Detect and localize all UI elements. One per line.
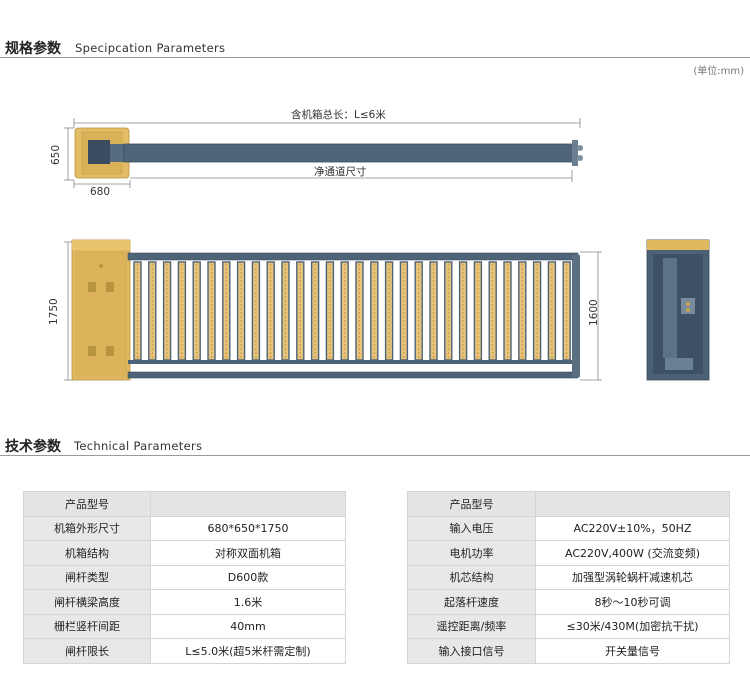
fence-picket xyxy=(384,261,394,361)
table-key: 产品型号 xyxy=(407,491,536,517)
tech-title-zh: 技术参数 xyxy=(5,439,61,455)
table-value: AC220V,400W (交流变频) xyxy=(535,540,730,566)
fence-picket xyxy=(340,261,349,361)
fence-picket xyxy=(444,261,453,361)
table-value: 加强型涡轮蜗杆减速机芯 xyxy=(535,564,730,590)
table-value: D600款 xyxy=(150,564,346,590)
fence-picket xyxy=(192,261,201,361)
table-value: L≤5.0米(超5米杆需定制) xyxy=(150,638,346,664)
table-key: 机芯结构 xyxy=(407,564,536,590)
fence-picket xyxy=(310,261,320,361)
table-key: 机箱外形尺寸 xyxy=(23,515,151,541)
table-row: 输入接口信号开关量信号 xyxy=(407,638,730,664)
fence-picket xyxy=(236,261,246,361)
fence-picket xyxy=(251,261,261,361)
tech-title-en: Technical Parameters xyxy=(74,439,203,453)
table-value: 680*650*1750 xyxy=(150,515,346,541)
table-key: 栅栏竖杆间距 xyxy=(23,613,151,639)
fence-picket xyxy=(177,261,187,361)
table-value: 8秒～10秒可调 xyxy=(535,589,730,615)
cabinet-width-label: 680 xyxy=(90,186,111,198)
fence-picket xyxy=(133,261,142,361)
fence-bars xyxy=(133,261,571,361)
table-row: 产品型号 xyxy=(23,491,346,517)
cabinet-height-label: 1750 xyxy=(48,298,60,325)
unit-note: (单位:mm) xyxy=(693,66,744,77)
fence-picket xyxy=(266,261,275,361)
fence-picket xyxy=(473,261,483,361)
cabinet-depth-label: 650 xyxy=(50,144,62,165)
table-key: 遥控距离/频率 xyxy=(407,613,536,639)
fence-picket xyxy=(414,261,423,361)
table-key: 闸杆限长 xyxy=(23,638,151,664)
fence-picket xyxy=(162,261,172,361)
divider xyxy=(0,455,750,456)
fence-height-label: 1600 xyxy=(588,299,600,326)
fence-picket xyxy=(518,261,527,361)
table-row: 遥控距离/频率≤30米/430M(加密抗干扰) xyxy=(407,613,730,639)
fence-picket xyxy=(562,261,571,361)
table-value: ≤30米/430M(加密抗干扰) xyxy=(535,613,730,639)
table-key: 产品型号 xyxy=(23,491,151,517)
spec-title-zh: 规格参数 xyxy=(5,41,61,57)
table-value: AC220V±10%，50HZ xyxy=(535,515,730,541)
fence-picket xyxy=(296,261,305,361)
table-row: 机箱结构对称双面机箱 xyxy=(23,540,346,566)
passage-label: 净通道尺寸 xyxy=(314,166,367,178)
fence-picket xyxy=(325,261,335,361)
fence-picket xyxy=(148,261,157,361)
table-key: 输入接口信号 xyxy=(407,638,536,664)
fence-picket xyxy=(399,261,409,361)
table-key: 起落杆速度 xyxy=(407,589,536,615)
table-key: 闸杆横梁高度 xyxy=(23,589,151,615)
fence-picket xyxy=(281,261,290,361)
table-value: 对称双面机箱 xyxy=(150,540,346,566)
fence-picket xyxy=(532,261,542,361)
table-value: 40mm xyxy=(150,613,346,639)
fence-picket xyxy=(458,261,468,361)
divider xyxy=(0,57,750,58)
table-key: 闸杆类型 xyxy=(23,564,151,590)
fence-picket xyxy=(547,261,557,361)
fence-picket xyxy=(370,261,379,361)
fence-picket xyxy=(355,261,364,361)
spec-section-header: 规格参数 Specipcation Parameters xyxy=(0,38,750,60)
table-row: 机芯结构加强型涡轮蜗杆减速机芯 xyxy=(407,564,730,590)
table-row: 产品型号 xyxy=(407,491,730,517)
fence-picket xyxy=(503,261,512,361)
table-value xyxy=(535,491,730,517)
spec-title-en: Specipcation Parameters xyxy=(75,41,226,55)
tech-section-header: 技术参数 Technical Parameters xyxy=(0,436,750,458)
front-view-drawing xyxy=(64,239,602,381)
table-value: 开关量信号 xyxy=(535,638,730,664)
table-key: 电机功率 xyxy=(407,540,536,566)
fence-picket xyxy=(207,261,216,361)
top-view-drawing xyxy=(64,118,583,188)
table-value: 1.6米 xyxy=(150,589,346,615)
table-key: 机箱结构 xyxy=(23,540,151,566)
side-view-drawing xyxy=(646,239,710,381)
fence-picket xyxy=(488,261,497,361)
total-length-label: 含机箱总长：L≤6米 xyxy=(291,109,386,121)
fence-picket xyxy=(222,261,231,361)
table-key: 输入电压 xyxy=(407,515,536,541)
table-value xyxy=(150,491,346,517)
fence-picket xyxy=(429,261,438,361)
